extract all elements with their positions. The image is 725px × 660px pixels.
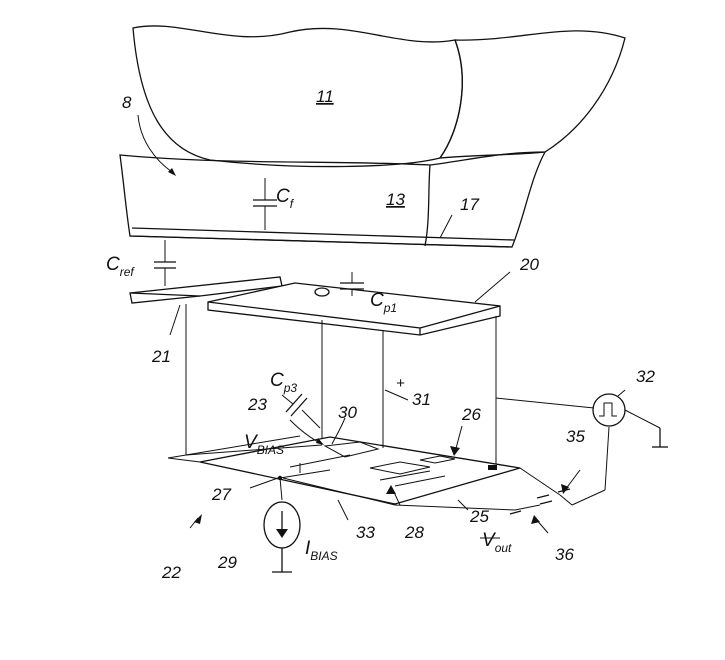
- label-27: 27: [211, 485, 231, 504]
- label-vbias: VBIAS: [244, 432, 284, 457]
- label-31: 31: [412, 390, 431, 409]
- label-32: 32: [636, 367, 655, 386]
- label-36: 36: [555, 545, 574, 564]
- label-13: 13: [386, 190, 405, 209]
- label-33: 33: [356, 523, 375, 542]
- label-30: 30: [338, 403, 357, 422]
- label-cp3: Cp3: [270, 370, 297, 395]
- vertical-leads: [185, 304, 497, 466]
- pulse-source-icon: [592, 393, 626, 427]
- label-plus: +: [396, 375, 405, 392]
- sensor-plate-big: [207, 282, 501, 336]
- leader-lines: [137, 114, 626, 539]
- capacitor-cref: [154, 240, 176, 286]
- component-labels: Cf Cref Cp1 Cp3 VBIAS IBIAS Vout +: [106, 186, 512, 563]
- label-cf: Cf: [276, 186, 295, 211]
- label-vout: Vout: [482, 530, 512, 555]
- label-35: 35: [566, 427, 585, 446]
- label-28: 28: [404, 523, 424, 542]
- label-22: 22: [161, 563, 181, 582]
- label-ibias: IBIAS: [305, 538, 338, 563]
- capacitor-cp3: [281, 393, 321, 429]
- label-26: 26: [461, 405, 481, 424]
- capacitor-cp1: [340, 272, 364, 296]
- label-8: 8: [122, 93, 132, 112]
- label-17: 17: [460, 195, 479, 214]
- current-source-icon: [263, 501, 301, 573]
- label-cp1: Cp1: [370, 290, 397, 315]
- capacitor-cf: [253, 178, 277, 230]
- dielectric-slab: [119, 151, 547, 248]
- label-cref: Cref: [106, 254, 135, 279]
- sensor-plate-small: [129, 276, 283, 304]
- finger-shape: [132, 25, 626, 168]
- reference-labels: 11 8 13 17 20 21 22 23 25 26 27 28 29 30…: [122, 87, 655, 582]
- circuit-substrate: [167, 435, 521, 505]
- label-23: 23: [247, 395, 267, 414]
- label-20: 20: [519, 255, 539, 274]
- label-21: 21: [151, 347, 171, 366]
- label-25: 25: [469, 507, 489, 526]
- lower-wiring: [279, 397, 668, 515]
- label-11: 11: [316, 87, 334, 106]
- label-29: 29: [217, 553, 237, 572]
